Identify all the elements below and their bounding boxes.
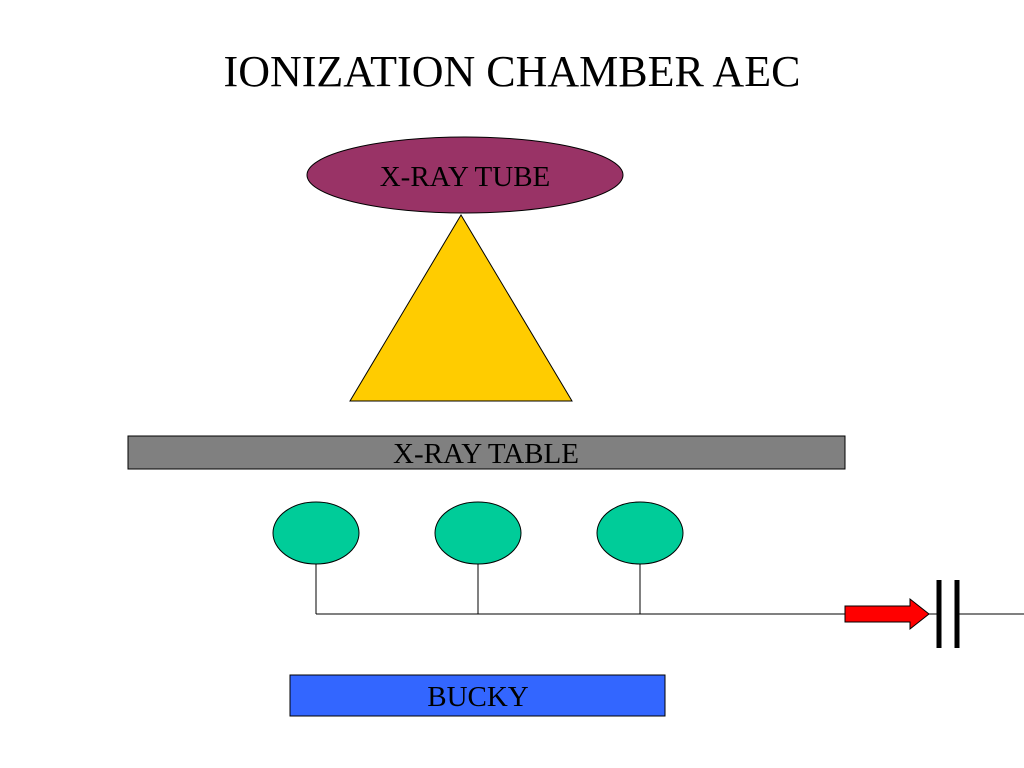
ionization-chamber-3 bbox=[596, 501, 684, 565]
bucky bbox=[289, 674, 666, 717]
xray-table bbox=[127, 435, 846, 470]
xray-tube bbox=[306, 136, 624, 214]
ionization-chamber-1 bbox=[272, 501, 360, 565]
bucky-label: BUCKY bbox=[427, 681, 529, 713]
xray-tube-label: X-RAY TUBE bbox=[380, 161, 551, 193]
xray-table-label: X-RAY TABLE bbox=[393, 438, 579, 470]
signal-arrow bbox=[844, 597, 930, 631]
ionization-chamber-2 bbox=[434, 501, 522, 565]
slide-title: IONIZATION CHAMBER AEC bbox=[223, 47, 801, 96]
xray-beam bbox=[349, 214, 573, 402]
